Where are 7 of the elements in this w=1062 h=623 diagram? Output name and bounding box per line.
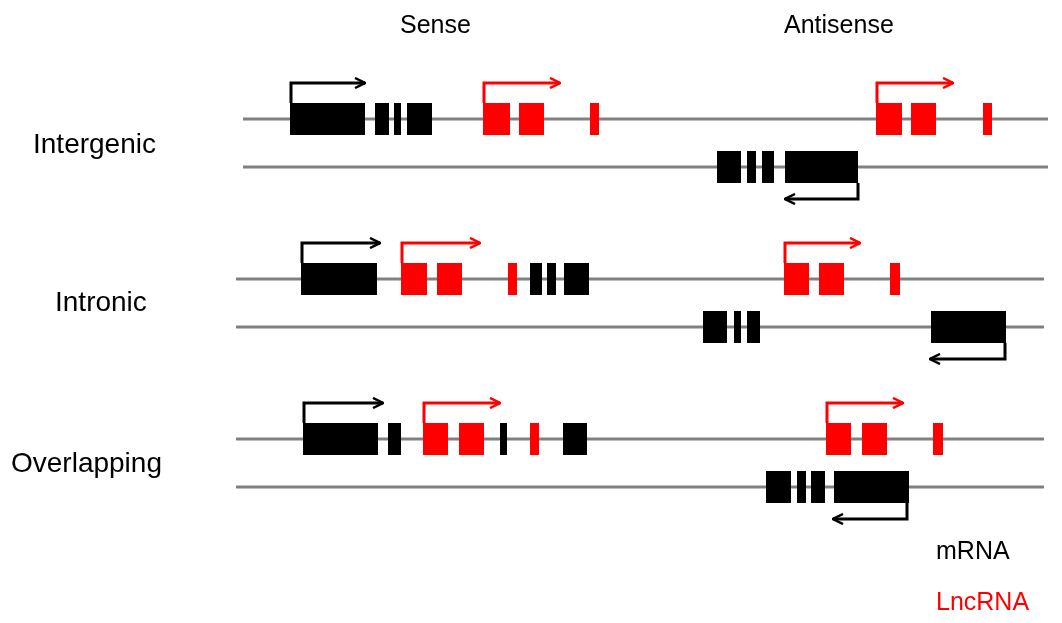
row-label: Overlapping <box>11 449 162 477</box>
row-label: Intronic <box>55 288 147 316</box>
row-label: Intergenic <box>33 130 156 158</box>
column-heading: Sense <box>400 12 471 37</box>
legend-label: mRNA <box>936 538 1010 563</box>
column-heading: Antisense <box>784 12 894 37</box>
legend-label: LncRNA <box>936 589 1030 614</box>
